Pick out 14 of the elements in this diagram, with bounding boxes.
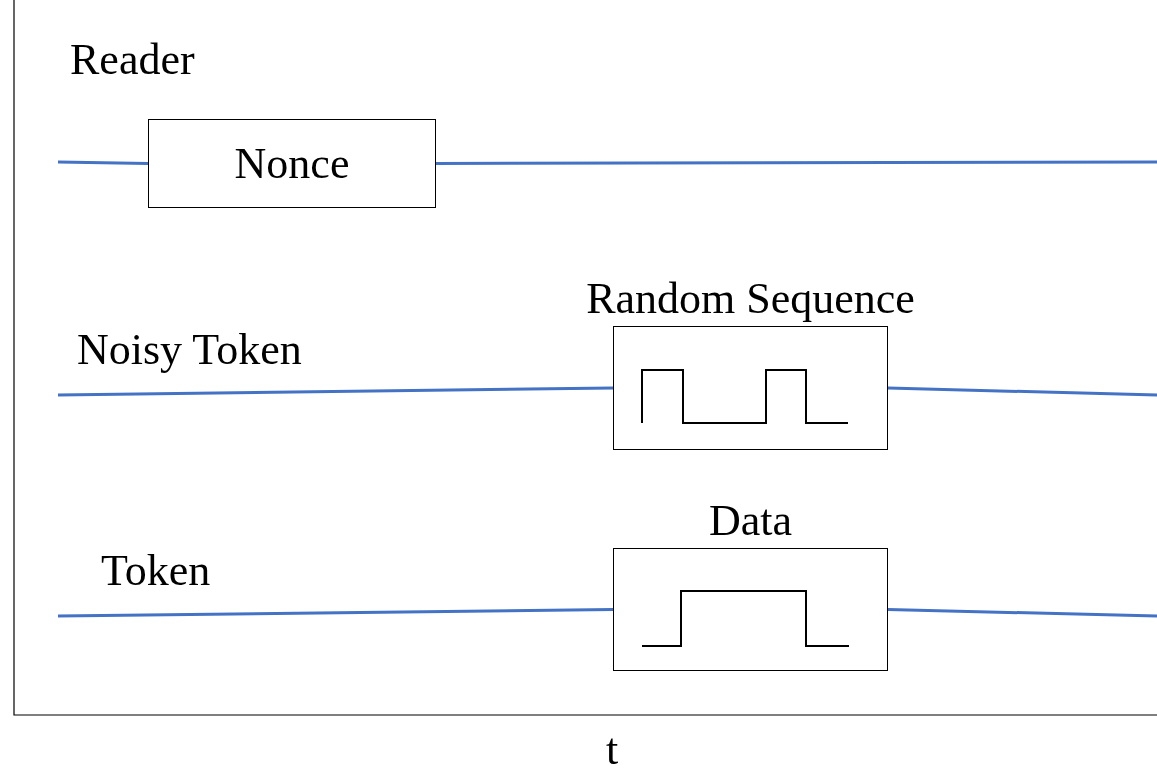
signal-line [57, 160, 149, 165]
signal-line [58, 386, 613, 397]
signal-line [887, 386, 1157, 397]
signal-line [436, 160, 1157, 165]
box-label: Nonce [233, 141, 351, 186]
signal-box [148, 119, 436, 208]
box-heading: Random Sequence [586, 274, 915, 323]
lane-label: Token [101, 547, 211, 596]
box-heading: Data [708, 496, 793, 545]
lane-label: Noisy Token [77, 326, 302, 375]
signal-line [58, 608, 613, 618]
signal-line [887, 608, 1157, 618]
axis-label: t [606, 726, 619, 775]
lane-label: Reader [70, 36, 195, 85]
